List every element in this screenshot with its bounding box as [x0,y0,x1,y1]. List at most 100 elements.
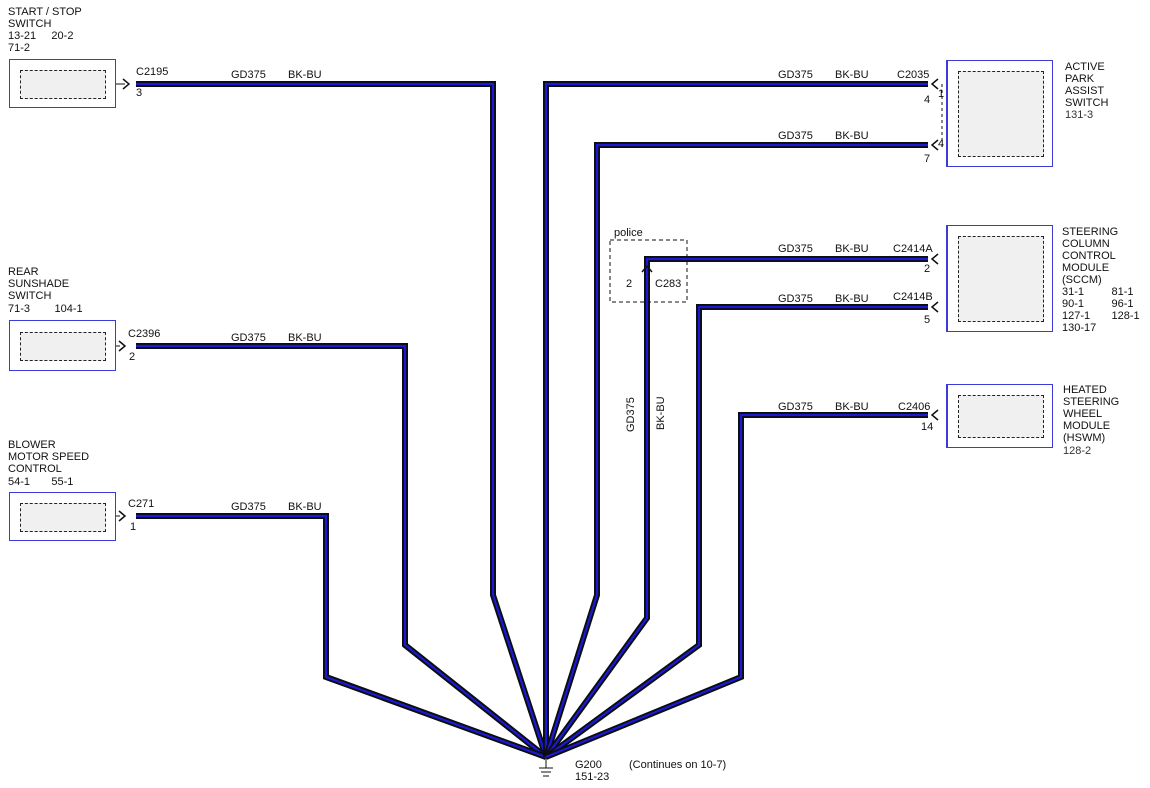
wire-c2035-7 [544,143,928,758]
wire-c2396 [136,344,547,758]
active-park-assist-switch-inner [958,71,1044,157]
connector-c283-icon [641,264,653,273]
c2035-4-wire-color: BK-BU [835,69,869,81]
wire-c2414b-outline [544,304,928,760]
rear-sunshade-switch-name-3: SWITCH [8,290,52,302]
rear-sunshade-switch-inner [20,332,106,361]
c2035-7-wire-color: BK-BU [835,130,869,142]
c2414a-pin: 2 [924,263,930,275]
c2035-4-wire-code: GD375 [778,69,813,81]
c271-wire-code: GD375 [231,501,266,513]
connector-c2035-4-icon [930,78,939,90]
wire-c2414a-outline [543,256,928,759]
apa-switch-name-4: SWITCH [1065,97,1109,109]
c283-wire-code: GD375 [625,397,637,432]
apa-switch-name-1: ACTIVE [1065,61,1105,73]
c271-wire-color: BK-BU [288,501,322,513]
sccm-inner [958,236,1044,322]
sccm-name-5: (SCCM) [1062,274,1102,286]
wire-c2406 [545,413,928,759]
hswm-box[interactable] [946,384,1053,448]
apa-switch-name-3: ASSIST [1065,85,1105,97]
hswm-name-2: STEERING [1063,396,1120,408]
connector-c2035-7-icon [930,139,939,151]
hswm-name-1: HEATED [1063,384,1107,396]
apa-switch-name-2: PARK [1065,73,1095,85]
ground-ref: 151-23 [575,771,609,783]
c2035-pin-4: 4 [924,94,930,106]
sccm-box[interactable] [946,225,1053,332]
rear-sunshade-switch-name-1: REAR [8,266,39,278]
apa-internal-pin-1: 1 [938,88,944,100]
active-park-assist-switch-box[interactable] [946,60,1053,167]
blower-control-name-3: CONTROL [8,463,62,475]
wire-c2035-4 [544,82,928,757]
start-stop-switch-name-2: SWITCH [8,18,52,30]
connector-c2406-icon [930,409,939,421]
start-stop-switch-inner [20,70,106,99]
hswm-ref: 128-2 [1063,445,1092,457]
rear-sunshade-switch-box[interactable] [9,320,116,371]
ground-note: (Continues on 10-7) [629,759,726,771]
c283-label: C283 [655,278,681,290]
blower-control-name-1: BLOWER [8,439,56,451]
wire-c2414a [545,257,928,758]
c2195-label: C2195 [136,66,168,78]
connector-c2414b-icon [930,301,939,313]
sccm-name-1: STEERING [1062,226,1119,238]
c271-label: C271 [128,498,154,510]
c2035-label: C2035 [897,69,929,81]
ground-name: G200 [575,759,602,771]
wire-c2195 [136,82,548,758]
wire-c2035-7-outline [543,142,928,758]
rear-sunshade-switch-name-2: SUNSHADE [8,278,70,290]
sccm-name-2: COLUMN [1062,238,1110,250]
start-stop-switch-name-1: START / STOP [8,6,82,18]
connector-c271-icon [118,510,127,522]
hswm-name-5: (HSWM) [1063,432,1106,444]
c283-wire-color: BK-BU [655,396,667,430]
blower-control-ref: 54-1 55-1 [8,476,74,488]
c2396-wire-code: GD375 [231,332,266,344]
c2414b-pin: 5 [924,314,930,326]
c2414b-label: C2414B [893,291,933,303]
connector-c2396-icon [118,340,127,352]
hswm-name-3: WHEEL [1063,408,1103,420]
hswm-name-4: MODULE [1063,420,1111,432]
c2414a-wire-code: GD375 [778,243,813,255]
c283-pin: 2 [626,278,632,290]
c2035-7-wire-code: GD375 [778,130,813,142]
sccm-ref-4: 130-17 [1062,322,1097,334]
c2414b-wire-code: GD375 [778,293,813,305]
wire-c2195-outline [136,81,549,758]
connector-c2195-icon [122,78,131,90]
blower-control-box[interactable] [9,492,116,541]
wire-c2396-outline [136,343,548,760]
connector-c2414a-icon [930,253,939,265]
ground-icon [539,757,553,777]
wire-c2035-4-outline [543,81,928,757]
c2396-pin: 2 [129,351,135,363]
wire-c271 [136,514,547,759]
start-stop-switch-box[interactable] [9,59,116,108]
start-stop-switch-ref-1: 13-21 20-2 [8,30,74,42]
sccm-ref-1: 31-1 81-1 [1062,286,1134,298]
c2406-wire-color: BK-BU [835,401,869,413]
sccm-ref-2: 90-1 96-1 [1062,298,1134,310]
police-label: police [614,227,643,239]
sccm-name-4: MODULE [1062,262,1110,274]
c2406-wire-code: GD375 [778,401,813,413]
c271-pin: 1 [130,521,136,533]
wire-c2414b [545,305,928,758]
blower-control-inner [20,503,106,532]
sccm-ref-3: 127-1 128-1 [1062,310,1140,322]
c2035-pin-7: 7 [924,153,930,165]
c2396-wire-color: BK-BU [288,332,322,344]
c2414a-wire-color: BK-BU [835,243,869,255]
apa-internal-pin-4: 4 [938,138,944,150]
wire-c271-outline [136,513,548,760]
apa-switch-ref: 131-3 [1065,109,1094,121]
hswm-inner [958,395,1044,438]
sccm-name-3: CONTROL [1062,250,1116,262]
